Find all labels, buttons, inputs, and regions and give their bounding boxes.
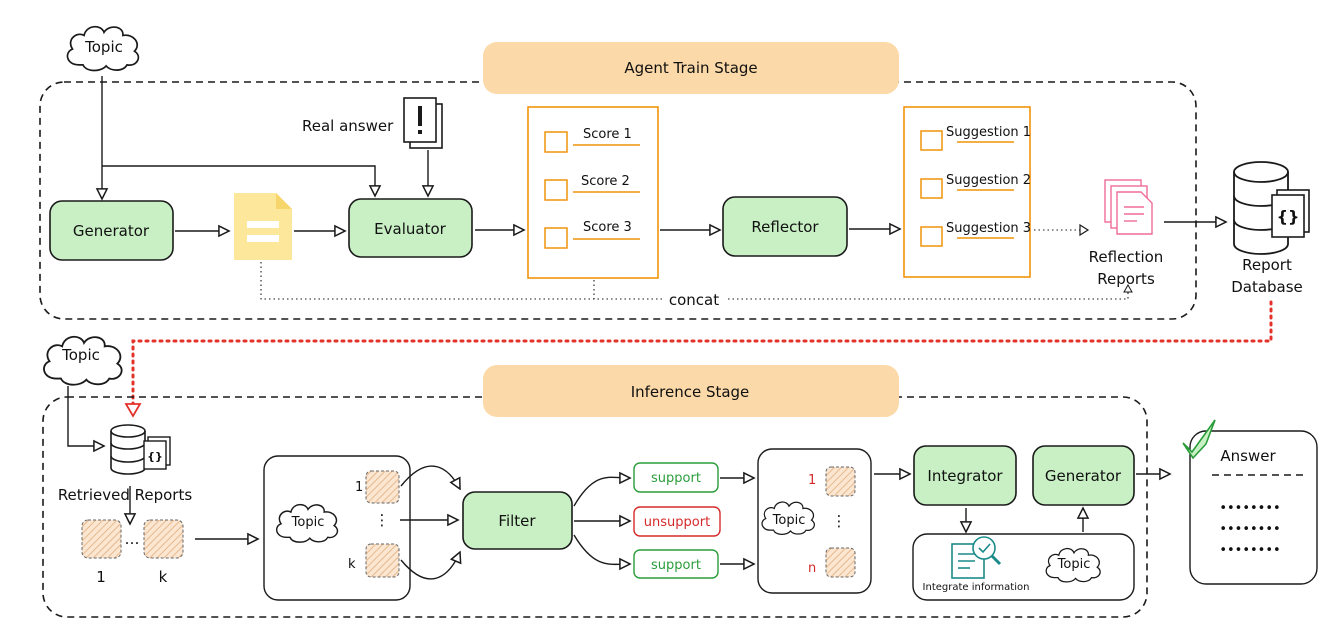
retrieved-report-list: 1 … k	[81, 519, 184, 586]
score-panel	[527, 106, 659, 279]
reflector-label: Reflector	[751, 218, 819, 236]
verdict-label: support	[651, 471, 701, 486]
generator-label: Generator	[73, 222, 150, 240]
search-document-icon	[951, 536, 1002, 579]
filter-label: Filter	[498, 512, 536, 530]
topic-cloud-inference: Topic	[43, 335, 123, 386]
ellipsis: …	[125, 530, 140, 548]
report-thumb	[825, 547, 856, 578]
exclamation-document-icon	[403, 97, 443, 149]
evaluator-node	[348, 198, 473, 258]
check-icon	[1182, 419, 1216, 460]
verdict-label: support	[651, 558, 701, 573]
report-index: k	[159, 568, 168, 586]
train-stage-title: Agent Train Stage	[624, 59, 757, 77]
checkbox	[920, 178, 943, 199]
suggestion-label: Suggestion 1	[946, 125, 1031, 140]
suggestion-item-2: Suggestion 2	[920, 173, 1031, 199]
checkbox	[544, 131, 568, 153]
answer-line: ••••••••	[1219, 501, 1280, 516]
database-icon: {}	[110, 424, 171, 475]
reflection-reports-label-1: Reflection	[1089, 248, 1164, 266]
verdict-unsupport	[633, 506, 721, 537]
verdict-label: unsupport	[644, 515, 710, 530]
score-item-3: Score 3	[544, 220, 640, 249]
checkbox	[544, 179, 568, 201]
generator-node-inference	[1032, 445, 1135, 506]
answer-line: ••••••••	[1219, 543, 1280, 558]
integrator-node	[913, 445, 1017, 506]
checkbox	[544, 227, 568, 249]
svg-text:{}: {}	[1277, 207, 1300, 226]
topic-cloud-train: Topic	[66, 25, 140, 72]
filtered-index: n	[808, 561, 816, 576]
topic-label: Topic	[61, 346, 100, 364]
topic-small-label: Topic	[1057, 557, 1091, 572]
answer-card	[1189, 430, 1318, 585]
reflection-reports-label-2: Reports	[1097, 270, 1155, 288]
verdict-support-1	[633, 462, 719, 493]
real-answer-label: Real answer	[302, 117, 394, 135]
inference-stage-pill	[483, 365, 899, 417]
pool-topic-label: Topic	[291, 515, 325, 530]
ellipsis: ⋮	[375, 511, 390, 529]
retrieval-link	[131, 300, 1273, 408]
train-edges	[102, 76, 1226, 308]
suggestion-label: Suggestion 2	[946, 173, 1031, 188]
answer-line: ••••••••	[1219, 522, 1280, 537]
train-stage-frame	[39, 81, 1197, 320]
report-thumb	[365, 543, 400, 578]
pool-index: 1	[355, 480, 363, 495]
retrieved-reports-label: Retrieved Reports	[58, 486, 193, 504]
score-item-1: Score 1	[544, 127, 640, 153]
topic-label: Topic	[84, 38, 123, 56]
report-thumb	[825, 466, 856, 497]
generator-label: Generator	[1045, 467, 1122, 485]
database-icon: {}	[1233, 161, 1310, 255]
report-index: 1	[96, 568, 106, 586]
filtered-index: 1	[808, 473, 816, 488]
pool-index: k	[348, 557, 356, 572]
score-item-2: Score 2	[544, 174, 640, 201]
report-database-label-1: Report	[1242, 256, 1292, 274]
ellipsis: ⋮	[832, 512, 847, 530]
report-database-label-2: Database	[1231, 278, 1303, 296]
suggestion-item-1: Suggestion 1	[920, 125, 1031, 151]
checkbox	[920, 130, 943, 151]
integrator-label: Integrator	[927, 467, 1003, 485]
score-label: Score 2	[581, 174, 630, 189]
suggestion-panel	[903, 106, 1031, 278]
filtered-topic-label: Topic	[772, 513, 806, 528]
concat-label: concat	[669, 291, 719, 309]
score-label: Score 3	[583, 220, 632, 235]
inference-stage-title: Inference Stage	[631, 383, 750, 401]
score-label: Score 1	[583, 127, 632, 142]
report-thumb	[365, 470, 400, 504]
suggestion-item-3: Suggestion 3	[920, 221, 1031, 247]
reflector-node	[722, 196, 848, 257]
filter-node	[462, 491, 573, 550]
reports-icon	[1104, 179, 1153, 235]
generator-node	[49, 200, 174, 261]
verdict-support-2	[633, 549, 719, 579]
evaluator-label: Evaluator	[374, 220, 446, 238]
integrate-information-label: Integrate information	[923, 582, 1030, 593]
suggestion-label: Suggestion 3	[946, 221, 1031, 236]
svg-text:{}: {}	[147, 450, 163, 463]
document-icon	[234, 193, 292, 260]
train-stage-pill	[483, 42, 899, 94]
checkbox	[920, 226, 943, 247]
report-thumb	[143, 519, 184, 559]
answer-label: Answer	[1220, 447, 1276, 465]
report-thumb	[81, 519, 122, 559]
